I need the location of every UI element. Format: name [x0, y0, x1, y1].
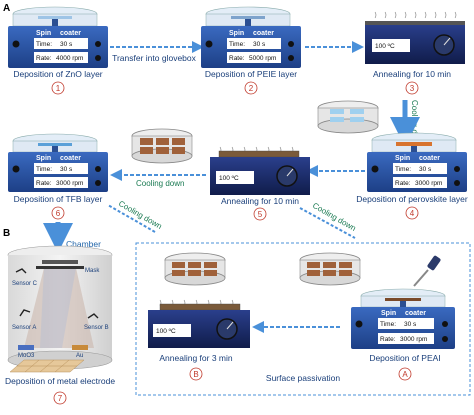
coater-title-right: coater	[60, 30, 81, 37]
rate-value: 3000 rpm	[56, 180, 83, 187]
step-5-number: 5	[258, 210, 263, 219]
petri-dish-passivation-1	[164, 252, 226, 286]
step-3-label: Annealing for 10 min	[373, 69, 451, 79]
temp-value: 100 ºC	[219, 175, 239, 182]
step-6-label: Deposition of TFB layer	[14, 194, 103, 204]
source-moo3-icon	[18, 345, 34, 350]
time-label: Time:	[229, 41, 245, 48]
time-label: Time:	[395, 166, 411, 173]
source-left-label: MoO3	[18, 353, 35, 359]
step-7-number: 7	[58, 394, 63, 403]
step-4-number: 4	[410, 209, 415, 218]
step-2-number: 2	[249, 84, 254, 93]
source-right-label: Au	[76, 353, 83, 359]
sensor-b-label: Sensor B	[84, 325, 109, 331]
temp-value: 100 ºC	[156, 328, 176, 335]
power-button-icon	[205, 40, 213, 48]
time-value: 30 s	[419, 166, 432, 173]
time-label: Time:	[380, 321, 396, 328]
spin-coater-step-1: Spin coater Time: 30 s Rate: 4000 rpm	[8, 6, 108, 68]
power-button-icon	[355, 320, 363, 328]
substrate-grid	[9, 359, 85, 373]
petri-dish-passivation-2	[299, 252, 361, 286]
hotplate-step-b: 100 ºC	[148, 299, 250, 348]
rate-label: Rate:	[229, 55, 245, 62]
coater-title-left: Spin	[395, 155, 410, 162]
step-a-number: A	[402, 370, 408, 379]
step-6-number: 6	[56, 209, 61, 218]
passivation-box	[135, 242, 471, 396]
time-value: 30 s	[253, 41, 266, 48]
coater-title-right: coater	[419, 155, 440, 162]
passivation-label: Surface passivation	[266, 373, 340, 383]
rate-value: 3000 rpm	[400, 336, 427, 343]
time-label: Time:	[36, 41, 52, 48]
sensor-c-icon	[15, 268, 27, 274]
coater-title-right: coater	[405, 310, 426, 317]
step-4-label: Deposition of perovskite layer	[356, 194, 468, 204]
spin-coater-step-4: Spin coater Time: 30 s Rate: 3000 rpm	[367, 132, 467, 192]
panel-label-b: B	[3, 228, 10, 239]
mask-label: Mask	[85, 268, 100, 274]
spin-coater-step-a: Spin coater Time: 30 s Rate: 3000 rpm	[351, 288, 455, 349]
arrow-a-6	[107, 204, 156, 233]
step-b-label: Annealing for 3 min	[159, 353, 233, 363]
rate-label: Rate:	[395, 180, 411, 187]
sensor-a-icon	[19, 309, 31, 317]
hotplate-step-5: 100 ºC	[210, 146, 310, 195]
coater-title-left: Spin	[36, 30, 51, 37]
petri-dish-cooling-1	[317, 100, 379, 134]
panel-label-a: A	[3, 3, 10, 14]
coater-title-right: coater	[60, 155, 81, 162]
transfer-label: Transfer into glovebox	[112, 53, 197, 63]
time-value: 30 s	[404, 321, 417, 328]
step-b-number: B	[193, 370, 198, 379]
step-3-number: 3	[410, 84, 415, 93]
coater-title-left: Spin	[381, 310, 396, 317]
time-label: Time:	[36, 166, 52, 173]
dropper-icon	[410, 255, 441, 293]
sensor-c-label: Sensor C	[12, 281, 38, 287]
coater-title-left: Spin	[229, 30, 244, 37]
power-button-icon	[12, 40, 20, 48]
step-a-label: Deposition of PEAI	[369, 353, 440, 363]
step-1-number: 1	[56, 84, 61, 93]
coater-title-right: coater	[253, 30, 274, 37]
rate-value: 4000 rpm	[56, 55, 83, 62]
step-1-label: Deposition of ZnO layer	[13, 69, 102, 79]
step-7-label: Deposition of metal electrode	[5, 376, 115, 386]
petri-dish-cooling-2	[131, 128, 193, 164]
sensor-a-label: Sensor A	[12, 325, 36, 331]
chamber-title: Chamber	[66, 239, 101, 249]
rate-value: 3000 rpm	[415, 180, 442, 187]
sensor-b-icon	[87, 313, 99, 319]
evaporation-chamber	[7, 245, 113, 370]
time-value: 30 s	[60, 166, 73, 173]
temp-value: 100 ºC	[375, 43, 395, 50]
hotplate-step-3: 100 ºC	[365, 11, 465, 64]
mask-icon	[36, 266, 84, 269]
step-2-label: Deposition of PEIE layer	[205, 69, 297, 79]
spin-coater-step-6: Spin coater Time: 30 s Rate: 3000 rpm	[8, 133, 108, 192]
coater-title-left: Spin	[36, 155, 51, 162]
power-button-icon	[12, 165, 20, 173]
rate-label: Rate:	[380, 336, 396, 343]
power-button-icon	[371, 165, 379, 173]
rate-label: Rate:	[36, 55, 52, 62]
rate-label: Rate:	[36, 180, 52, 187]
time-value: 30 s	[60, 41, 73, 48]
source-au-icon	[72, 345, 88, 350]
spin-coater-step-2: Spin coater Time: 30 s Rate: 5000 rpm	[201, 6, 301, 68]
arrow-5-a	[299, 207, 356, 239]
rate-value: 5000 rpm	[249, 55, 276, 62]
cooling-label-mid: Cooling down	[136, 179, 184, 188]
step-5-label: Annealing for 10 min	[221, 196, 299, 206]
